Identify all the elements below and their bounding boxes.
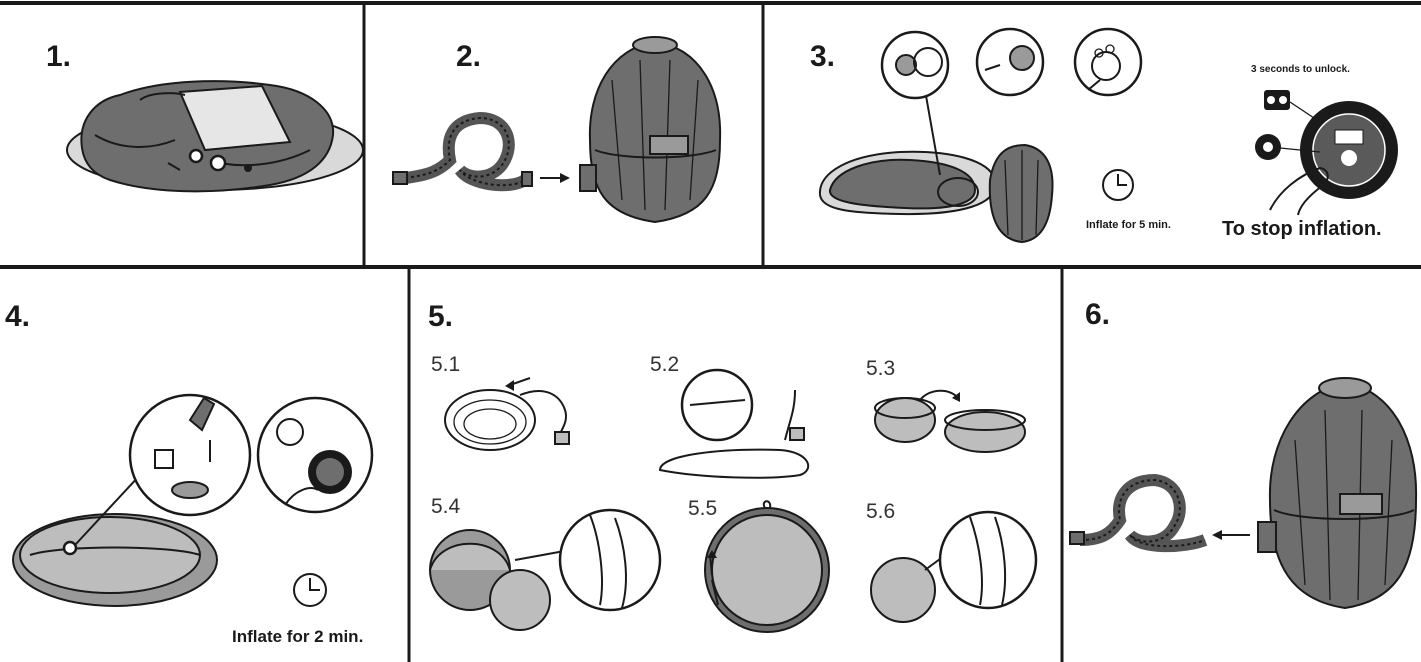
- clock-icon: [1102, 169, 1134, 201]
- step-6-label: 6.: [1085, 298, 1111, 331]
- substep-5-3-art: [874, 389, 1026, 453]
- inflate-2-note: Inflate for 2 min.: [232, 627, 364, 646]
- substep-5-4-label: 5.4: [431, 495, 461, 518]
- substep-5-5-label: 5.5: [688, 497, 718, 520]
- step-1-label: 1.: [46, 40, 72, 73]
- substep-5-6-label: 5.6: [866, 500, 896, 523]
- substep-5-1-art: [444, 377, 570, 451]
- substep-5-3-label: 5.3: [866, 357, 896, 380]
- stop-inflation-note: To stop inflation.: [1222, 218, 1382, 240]
- panel4-inflate-floor: [12, 393, 374, 607]
- panel3-connect-and-inflate: [818, 27, 1398, 244]
- panel1-deflated-spa: [66, 80, 364, 193]
- substep-5-1-label: 5.1: [431, 353, 461, 376]
- unlock-note: 3 seconds to unlock.: [1251, 64, 1350, 75]
- substep-5-5-art: [704, 500, 830, 633]
- substep-5-2-art: [658, 368, 810, 479]
- inflate-5-note: Inflate for 5 min.: [1086, 219, 1171, 231]
- step-2-label: 2.: [456, 40, 482, 73]
- substep-5-6-art: [870, 510, 1038, 623]
- substep-5-4-art: [429, 508, 662, 631]
- step-3-label: 3.: [810, 40, 836, 73]
- panel6-pump-with-hose: [1069, 377, 1418, 610]
- clock-icon: [293, 573, 327, 607]
- panel2-hose-and-pump: [392, 36, 722, 224]
- substep-5-2-label: 5.2: [650, 353, 680, 376]
- step-4-label: 4.: [5, 300, 31, 333]
- step-5-label: 5.: [428, 300, 454, 333]
